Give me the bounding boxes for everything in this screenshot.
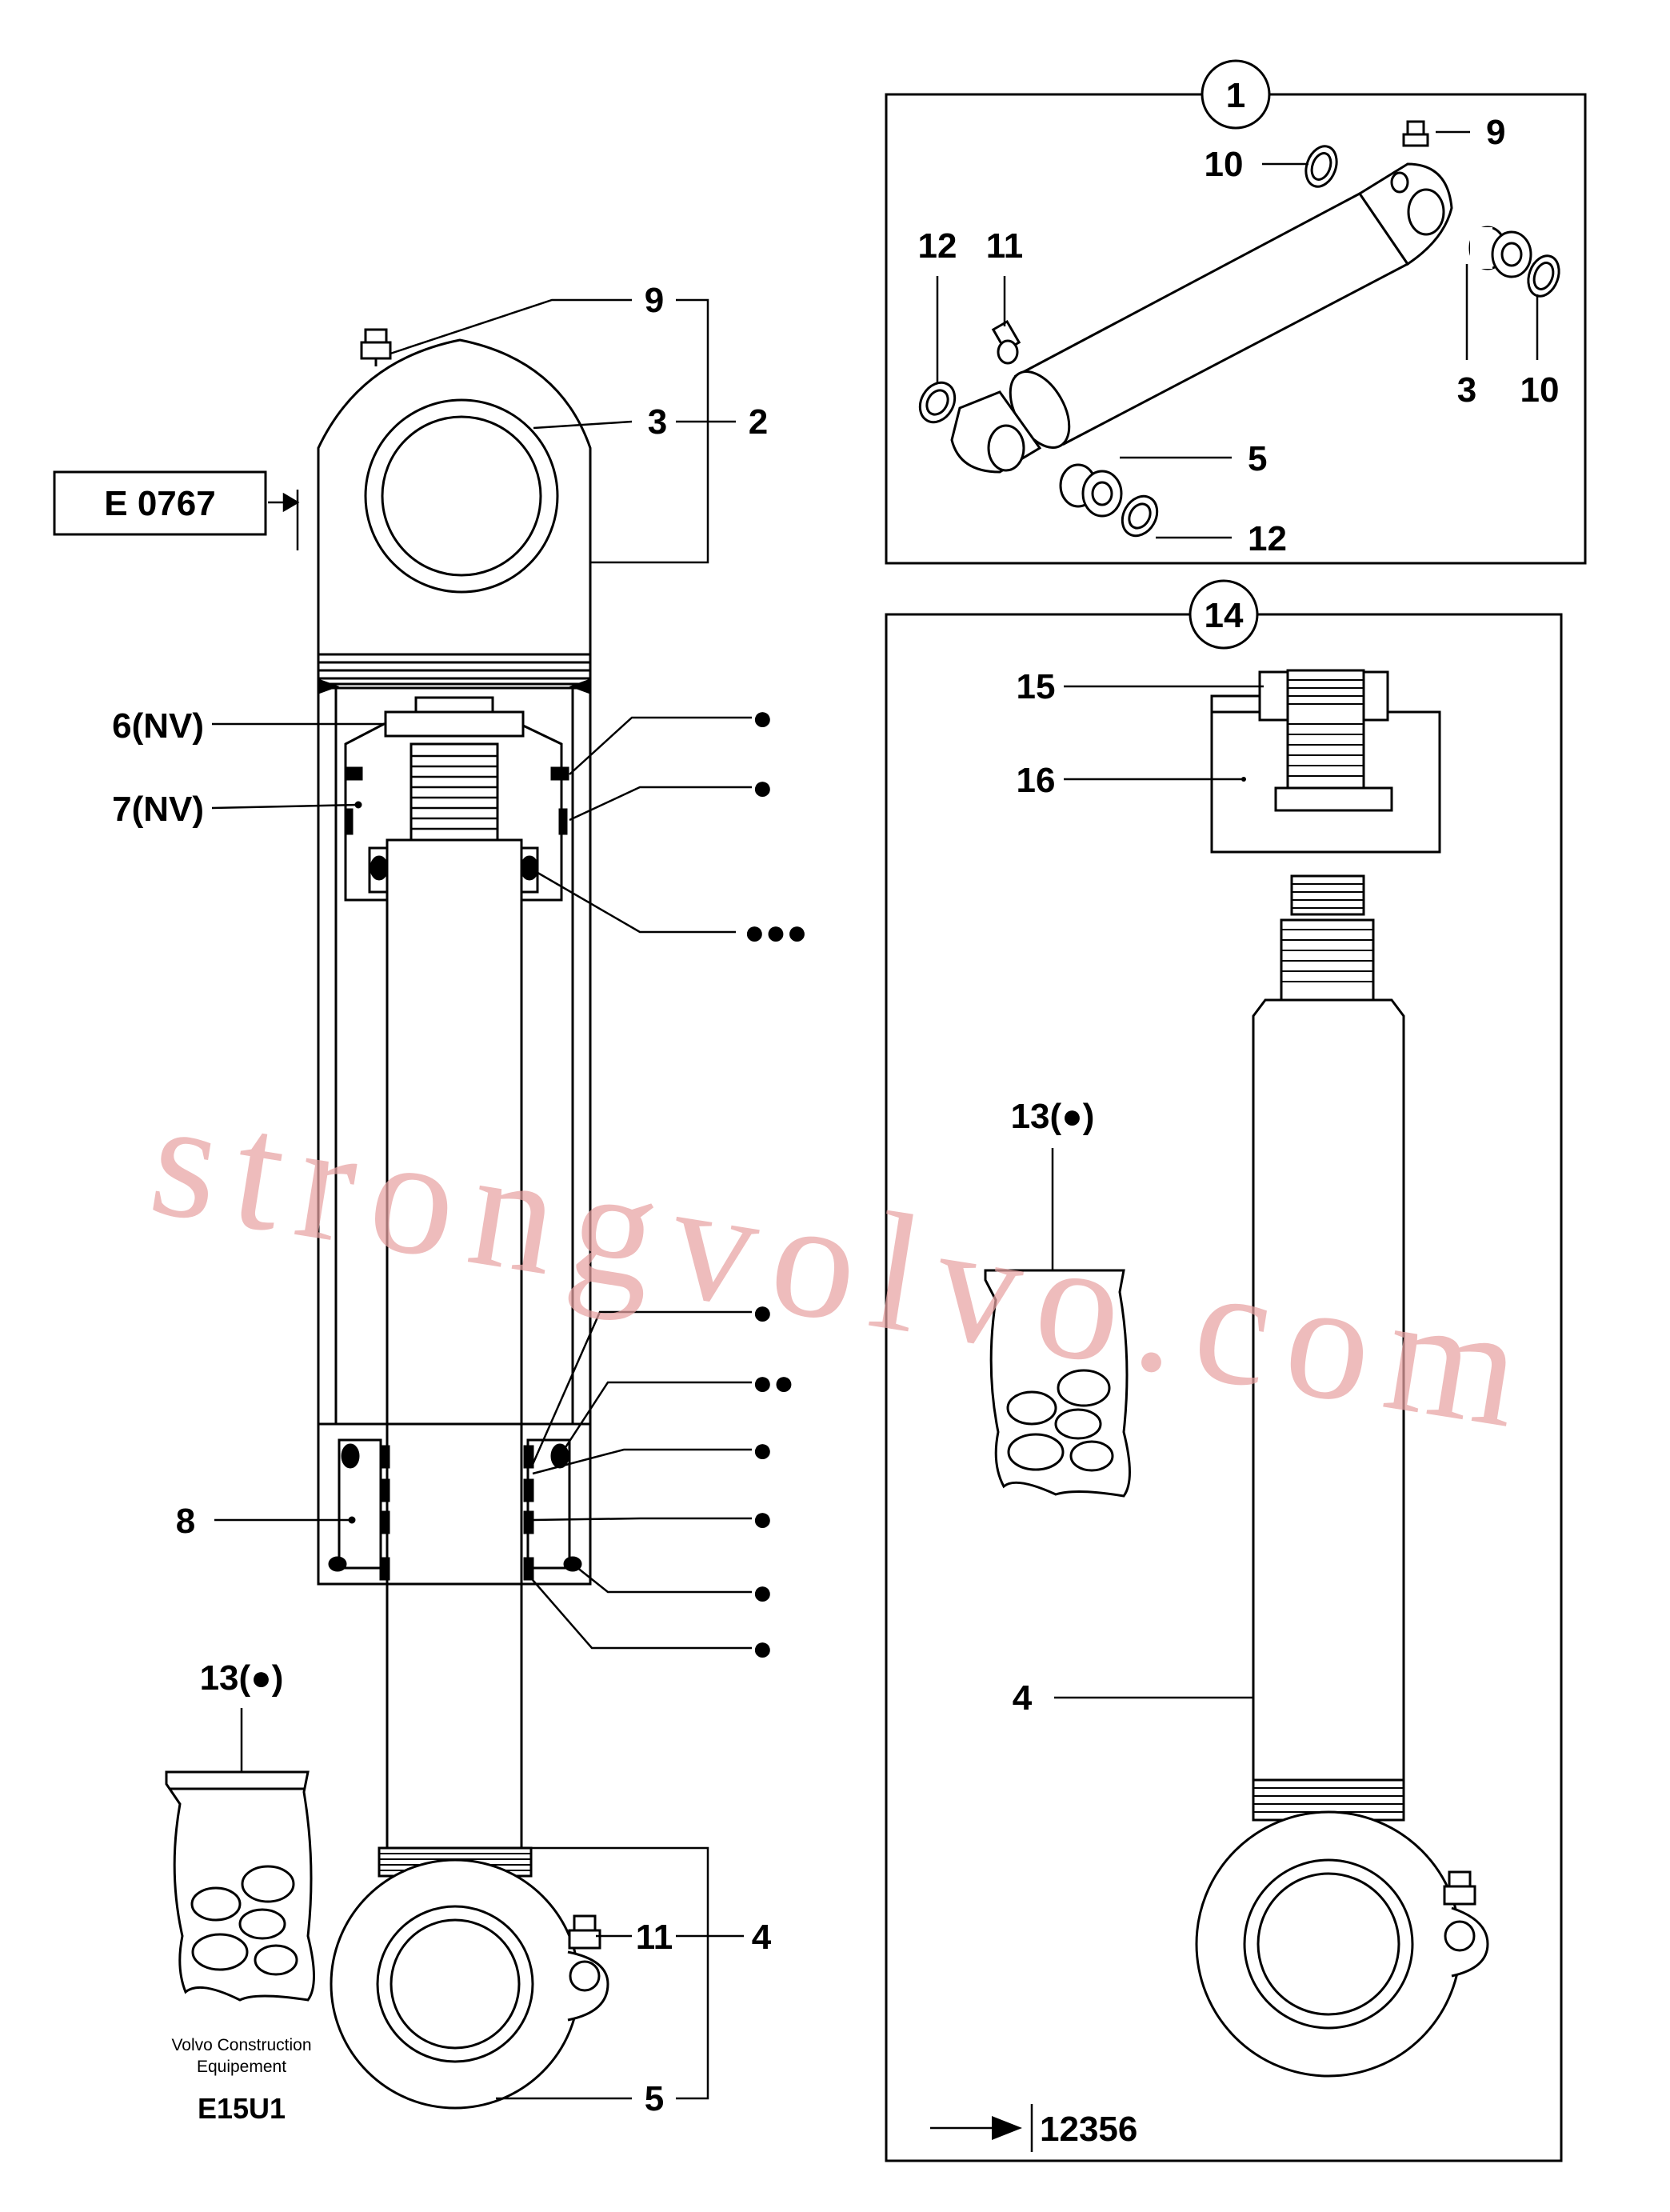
seal-dot-1: ●	[752, 698, 773, 738]
callout-3: 3	[648, 402, 667, 442]
seal-dot-7: ●	[752, 1499, 773, 1538]
main-cylinder	[317, 328, 609, 2110]
brand-line-1: Volvo Construction	[171, 2036, 311, 2054]
inset-1-callout-5: 5	[1248, 439, 1267, 478]
brand-line-2: Equipement	[197, 2058, 286, 2076]
inset-14-number: 14	[1205, 596, 1244, 635]
inset-14-callout-16: 16	[1017, 761, 1056, 800]
inset-14-ref-number: 12356	[1040, 2110, 1137, 2149]
grease-nipple-bottom	[567, 1914, 609, 2022]
inset-1-callout-12b: 12	[1248, 519, 1287, 558]
inset-1-callout-12a: 12	[918, 226, 957, 266]
grease-nipple-top	[360, 328, 392, 366]
callout-9: 9	[645, 281, 664, 320]
seal-kit-bag-left	[165, 1770, 315, 2002]
footer: Volvo Construction Equipement E15U1	[171, 2036, 311, 2125]
inset-14-callout-13: 13(●)	[1011, 1097, 1095, 1136]
seal-dot-4: ●	[752, 1293, 773, 1332]
callout-13: 13(●)	[200, 1658, 284, 1698]
inset-1-callout-10b: 10	[1520, 370, 1560, 410]
callout-7nv: 7(NV)	[112, 790, 204, 829]
callout-11: 11	[636, 1918, 673, 1957]
callout-4: 4	[752, 1918, 772, 1957]
callout-5: 5	[645, 2079, 664, 2118]
inset-1-callout-3: 3	[1457, 370, 1476, 410]
inset-14-callout-4: 4	[1013, 1678, 1033, 1718]
seal-dot-2: ●	[752, 768, 773, 807]
inset-1-callout-11: 11	[986, 226, 1024, 266]
reference-box-label: E 0767	[104, 484, 215, 523]
drawing-code: E15U1	[198, 2092, 286, 2125]
inset-14-callout-15: 15	[1017, 667, 1056, 706]
inset-1: 1	[885, 59, 1587, 565]
left-leaders	[211, 298, 752, 2100]
seal-dot-3: ●●●	[744, 913, 808, 952]
seal-dot-6: ●	[752, 1430, 773, 1470]
inset-14: 14	[885, 579, 1563, 2162]
callout-8: 8	[176, 1502, 195, 1541]
seal-dot-9: ●	[752, 1629, 773, 1668]
callout-2: 2	[749, 402, 768, 442]
reference-box: E 0767	[53, 470, 267, 536]
left-labels: 9 3 2 6(NV) 7(NV) 8 13(●) 11 4 5 ● ● ●●●…	[112, 281, 808, 2118]
callout-6nv: 6(NV)	[112, 706, 204, 746]
seal-dot-8: ●	[752, 1573, 773, 1612]
seal-kit-bag-right	[984, 1269, 1131, 1498]
seal-dot-5: ●●	[752, 1363, 794, 1402]
inset-1-number: 1	[1226, 76, 1245, 115]
inset-1-callout-10a: 10	[1205, 145, 1244, 184]
inset-1-callout-9: 9	[1486, 113, 1505, 152]
